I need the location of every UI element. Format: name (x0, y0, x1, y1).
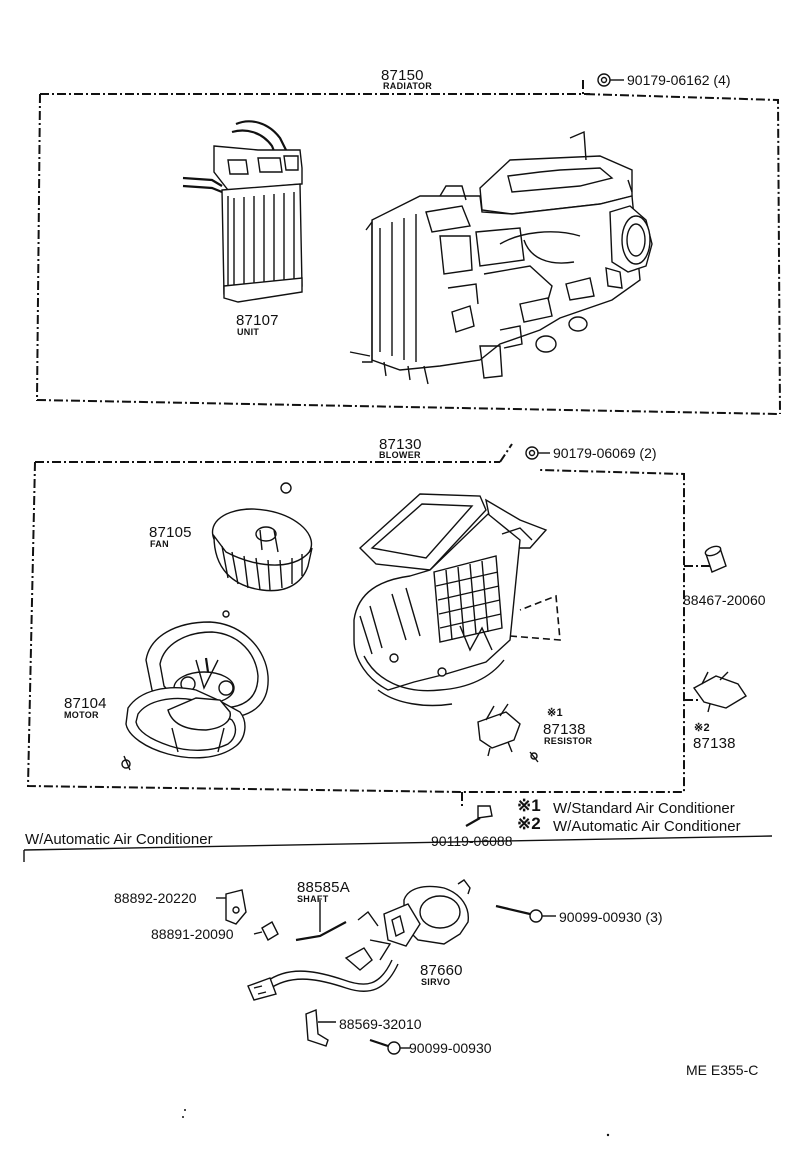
fan-name: FAN (150, 539, 169, 549)
sleeve-88467-20060-label: 88467-20060 (683, 592, 766, 608)
fan-number: 87105 (149, 524, 192, 541)
legend-text-1: W/Standard Air Conditioner (553, 800, 735, 817)
bolt-90119-06088-label: 90119-06088 (431, 833, 513, 849)
auto-section-frame (23, 835, 773, 862)
resistor1-mark: ※1 (547, 707, 563, 719)
nut-90179-06069-icon (525, 446, 550, 460)
shaft-name: SHAFT (297, 894, 329, 904)
blower-name: BLOWER (379, 450, 421, 460)
resistor-1-drawing (477, 703, 539, 763)
fan-drawing (211, 482, 313, 618)
clip-88891-20090-label: 88891-20090 (151, 926, 234, 942)
stray-marks (182, 1109, 610, 1137)
shaft-number: 88585A (297, 879, 350, 896)
blower-group-border (26, 443, 712, 808)
legend-mark-2: ※2 (517, 814, 541, 833)
resistor1-number: 87138 (543, 721, 586, 738)
resistor2-mark: ※2 (694, 722, 710, 734)
blower-housing-drawing (353, 493, 548, 707)
bracket-88569-32010-drawing (305, 1008, 336, 1047)
heater-case-drawing (349, 130, 653, 385)
servo-name: SIRVO (421, 977, 451, 987)
screw-90099-00930-3-icon (495, 904, 556, 923)
bracket-88892-20220-drawing (216, 889, 247, 925)
screw-90099-00930-icon (369, 1038, 410, 1055)
clip-90179-06162-icon (597, 73, 624, 87)
bolt-90119-06088-icon (465, 805, 493, 827)
clip-90179-06162-label: 90179-06162 (4) (627, 72, 731, 88)
heater-unit-number: 87107 (236, 312, 279, 329)
motor-name: MOTOR (64, 710, 99, 720)
blower-number: 87130 (379, 436, 422, 453)
servo-drawing (247, 879, 471, 1001)
motor-drawing (121, 621, 269, 771)
radiator-group-border (35, 80, 781, 415)
legend-text-2: W/Automatic Air Conditioner (553, 818, 741, 835)
screw-90099-00930-3-label: 90099-00930 (3) (559, 909, 663, 925)
diagram-id: ME E355-C (686, 1062, 759, 1078)
nut-90179-06069-label: 90179-06069 (2) (553, 445, 657, 461)
bracket-88569-32010-label: 88569-32010 (339, 1016, 422, 1032)
servo-number: 87660 (420, 962, 463, 979)
clip-88891-20090-drawing (253, 921, 279, 941)
heater-unit-name: UNIT (237, 327, 260, 337)
sleeve-drawing (704, 545, 727, 573)
screw-90099-00930-label: 90099-00930 (409, 1040, 492, 1056)
bracket-88892-20220-label: 88892-20220 (114, 890, 197, 906)
radiator-name: RADIATOR (383, 81, 433, 91)
motor-number: 87104 (64, 695, 107, 712)
resistor2-number: 87138 (693, 735, 736, 752)
shaft-drawing (295, 900, 347, 942)
resistor-2-drawing (692, 671, 747, 713)
radiator-number: 87150 (381, 67, 424, 84)
auto-section-title: W/Automatic Air Conditioner (25, 831, 213, 848)
heater-core-unit-drawing (182, 120, 303, 303)
legend-mark-1: ※1 (517, 796, 541, 815)
resistor1-name: RESISTOR (544, 736, 593, 746)
